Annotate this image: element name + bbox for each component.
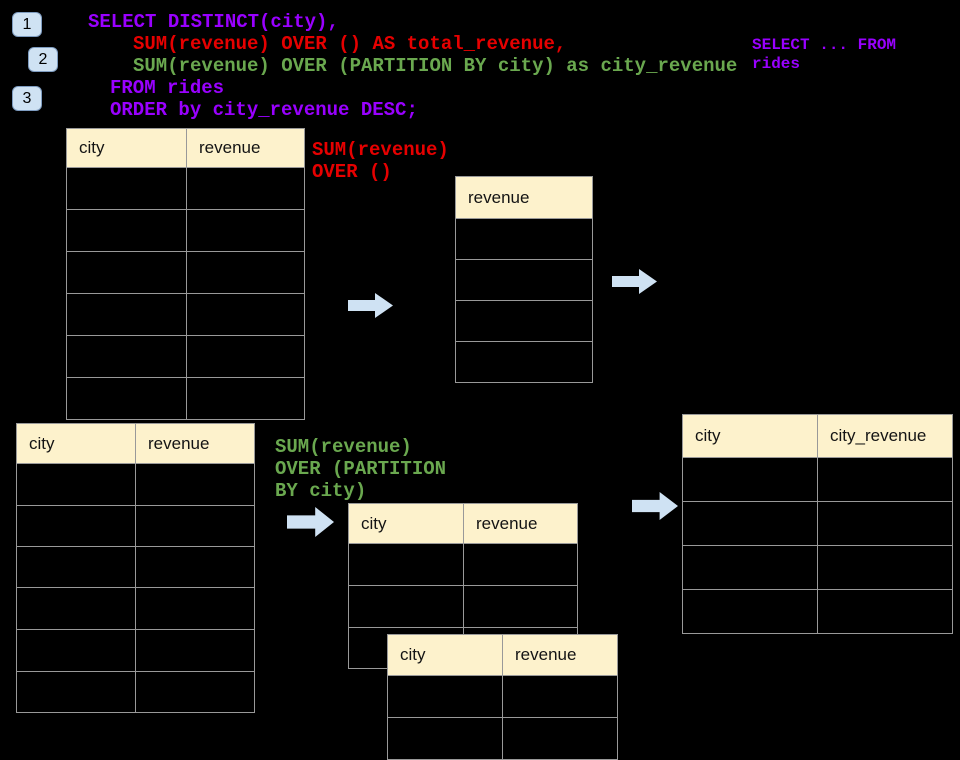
- col-header-city: city: [16, 423, 136, 464]
- table-row: [66, 293, 305, 336]
- table-row: [455, 218, 593, 260]
- col-header-revenue: revenue: [186, 128, 305, 168]
- step-badge-2: 2: [28, 47, 58, 72]
- table-row: [682, 589, 953, 634]
- table-row: [16, 587, 255, 630]
- table-row: [682, 545, 953, 590]
- table-row: [387, 675, 618, 718]
- step-badge-3: 3: [12, 86, 42, 111]
- table-source-bottom: city revenue: [16, 423, 255, 713]
- sql-line-order: ORDER by city_revenue DESC;: [110, 99, 418, 121]
- step-badge-1: 1: [12, 12, 42, 37]
- table-row: [66, 251, 305, 294]
- table-row: [16, 629, 255, 672]
- slide-canvas: { "badges": [ {"label": "1"}, {"label": …: [12, 11, 953, 760]
- table-row: [16, 671, 255, 713]
- table-row: [455, 259, 593, 301]
- col-header-city: city: [348, 503, 464, 544]
- col-header-revenue: revenue: [455, 176, 593, 219]
- table-source-top: city revenue: [66, 128, 305, 420]
- table-row: [682, 501, 953, 546]
- sql-line-from: FROM rides: [110, 77, 225, 99]
- table-row: [16, 505, 255, 547]
- table-row: [455, 300, 593, 342]
- table-partition-b: city revenue: [387, 634, 618, 760]
- arrow-right-icon: [287, 507, 334, 537]
- col-header-city: city: [387, 634, 503, 676]
- arrow-right-icon: [612, 269, 657, 294]
- col-header-city: city: [66, 128, 187, 168]
- note-select-from-rides: SELECT ... FROM rides: [752, 36, 897, 73]
- sql-line-partition: SUM(revenue) OVER (PARTITION BY city) as…: [133, 55, 738, 77]
- sql-line-select: SELECT DISTINCT(city),: [88, 11, 339, 33]
- label-partition-by-city: SUM(revenue) OVER (PARTITION BY city): [275, 436, 447, 502]
- table-row: [66, 167, 305, 210]
- table-row: [348, 585, 578, 628]
- sql-line-sum-over: SUM(revenue) OVER () AS total_revenue,: [133, 33, 567, 55]
- label-total-revenue: SUM(revenue) OVER (): [312, 139, 449, 183]
- table-row: [682, 457, 953, 502]
- table-total-revenue: revenue: [455, 176, 593, 383]
- table-row: [66, 209, 305, 252]
- col-header-city-revenue: city_revenue: [817, 414, 953, 458]
- table-row: [387, 717, 618, 760]
- table-result: city city_revenue: [682, 414, 953, 634]
- table-row: [455, 341, 593, 383]
- table-row: [16, 463, 255, 506]
- arrow-right-icon: [348, 293, 393, 318]
- arrow-right-icon: [632, 492, 678, 520]
- col-header-revenue: revenue: [135, 423, 255, 464]
- col-header-city: city: [682, 414, 818, 458]
- table-row: [66, 377, 305, 420]
- table-row: [348, 543, 578, 586]
- col-header-revenue: revenue: [463, 503, 578, 544]
- step-badge-2-label: 2: [38, 50, 48, 68]
- col-header-revenue: revenue: [502, 634, 618, 676]
- step-badge-3-label: 3: [22, 89, 32, 107]
- step-badge-1-label: 1: [22, 15, 32, 33]
- table-row: [66, 335, 305, 378]
- table-row: [16, 546, 255, 588]
